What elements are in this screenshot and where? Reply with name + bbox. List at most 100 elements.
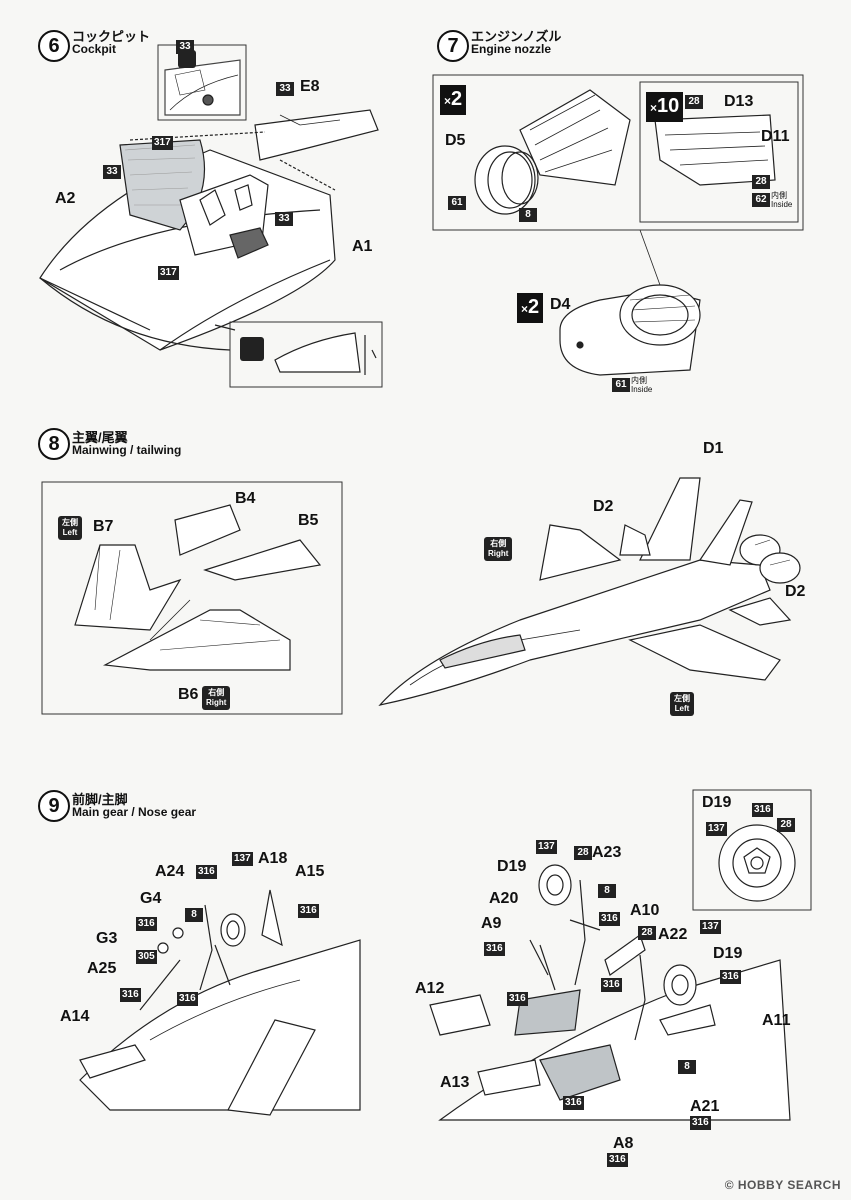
paint-code: 28 [752, 175, 770, 189]
paint-code: 61 [612, 378, 630, 392]
part-label-a1: A1 [352, 238, 373, 255]
inset-box-6-top [157, 44, 247, 121]
part-label-b4: B4 [235, 490, 256, 507]
part-label-a25: A25 [87, 960, 117, 977]
nozzle-ring-d5 [474, 145, 536, 215]
paint-code: 8 [678, 1060, 696, 1074]
paint-code: 316 [607, 1153, 628, 1167]
stab-right [619, 524, 651, 556]
paint-code: 28 [777, 818, 795, 832]
paint-code: 137 [700, 920, 721, 934]
part-label-a2: A2 [55, 190, 76, 207]
part-label-d1: D1 [703, 440, 724, 457]
watermark: © HOBBY SEARCH [724, 1178, 841, 1192]
paint-code: 316 [601, 978, 622, 992]
paint-code: 317 [152, 136, 173, 150]
part-label-b7: B7 [93, 518, 114, 535]
part-label-d19: D19 [497, 858, 527, 875]
vertical-tail-left [639, 477, 701, 561]
windscreen [254, 109, 379, 161]
paint-code: 316 [690, 1116, 711, 1130]
main-gear-bay-2 [539, 1044, 621, 1101]
step-title-jp-7: エンジンノズル [471, 29, 562, 44]
part-label-b5: B5 [298, 512, 319, 529]
step-number-7: 7 [437, 30, 469, 62]
step-number-8: 8 [38, 428, 70, 460]
part-label-a13: A13 [440, 1074, 470, 1091]
paint-code: 316 [484, 942, 505, 956]
part-label-a24: A24 [155, 863, 185, 880]
part-label-g3: G3 [96, 930, 118, 947]
nose-wheel [220, 913, 246, 947]
gear-door-a12 [429, 994, 491, 1036]
paint-code: 137 [232, 852, 253, 866]
paint-code: 8 [519, 208, 537, 222]
stab-b4 [174, 504, 241, 556]
part-label-d13: D13 [724, 93, 754, 110]
part-label-a20: A20 [489, 890, 519, 907]
paint-code: 33 [276, 82, 294, 96]
step-title-en-6: Cockpit [72, 42, 117, 56]
part-label-d2: D2 [593, 498, 614, 515]
paint-code: 316 [599, 912, 620, 926]
part-label-a9: A9 [481, 915, 502, 932]
paint-code: 316 [507, 992, 528, 1006]
part-label-d5: D5 [445, 132, 466, 149]
part-label-b6: B6 [178, 686, 199, 703]
nose-gear-door-a14 [79, 1044, 146, 1079]
paint-code: 28 [685, 95, 703, 109]
part-label-a22: A22 [658, 926, 688, 943]
paint-code: 316 [136, 917, 157, 931]
paint-code: 316 [177, 992, 198, 1006]
inset-box-7 [432, 74, 804, 231]
step-title-jp-6: コックピット [72, 29, 151, 44]
paint-code: 316 [196, 865, 217, 879]
paint-code: 316 [720, 970, 741, 984]
paint-code: 316 [563, 1096, 584, 1110]
paint-code: 316 [298, 904, 319, 918]
gear-door-a13 [477, 1059, 541, 1096]
main-gear-bay-1 [514, 989, 581, 1036]
vertical-tail-right [698, 499, 753, 566]
multiplier-badge: ×10 [646, 92, 684, 122]
part-label-d11: D11 [761, 128, 790, 145]
part-label-a14: A14 [60, 1008, 90, 1025]
paint-code: 8 [185, 908, 203, 922]
wing-left [628, 624, 781, 681]
step-number-9: 9 [38, 790, 70, 822]
part-label-a15: A15 [295, 863, 325, 880]
cement-icon [240, 337, 264, 361]
paint-code: 28 [638, 926, 656, 940]
paint-code: 137 [706, 822, 727, 836]
wing-b7 [74, 544, 182, 631]
paint-code: 62 [752, 193, 770, 207]
nozzle-petals [519, 89, 631, 186]
part-label-d19: D19 [713, 945, 743, 962]
gear-door-a10 [604, 934, 646, 976]
paint-code: 316 [752, 803, 773, 817]
part-label-a21: A21 [690, 1098, 720, 1115]
nose-strut [199, 904, 231, 991]
part-label-d19: D19 [702, 794, 732, 811]
aircraft-canopy [439, 634, 526, 669]
part-label-a11: A11 [762, 1012, 791, 1029]
stab-b5 [203, 539, 322, 581]
step-title-en-7: Engine nozzle [471, 42, 552, 56]
part-label-d2: D2 [785, 583, 806, 600]
inset-box-8 [41, 481, 343, 715]
paint-code: 33 [103, 165, 121, 179]
paint-code: 28 [574, 846, 592, 860]
step-title-jp-8: 主翼/尾翼 [72, 430, 128, 445]
cement-icon [178, 50, 196, 68]
ejection-seat [229, 227, 269, 259]
step-title-en-9: Main gear / Nose gear [72, 805, 197, 819]
part-label-a18: A18 [258, 850, 288, 867]
paint-code: 8 [598, 884, 616, 898]
inset-box-9-wheel [692, 789, 812, 911]
stab-left [728, 597, 792, 626]
